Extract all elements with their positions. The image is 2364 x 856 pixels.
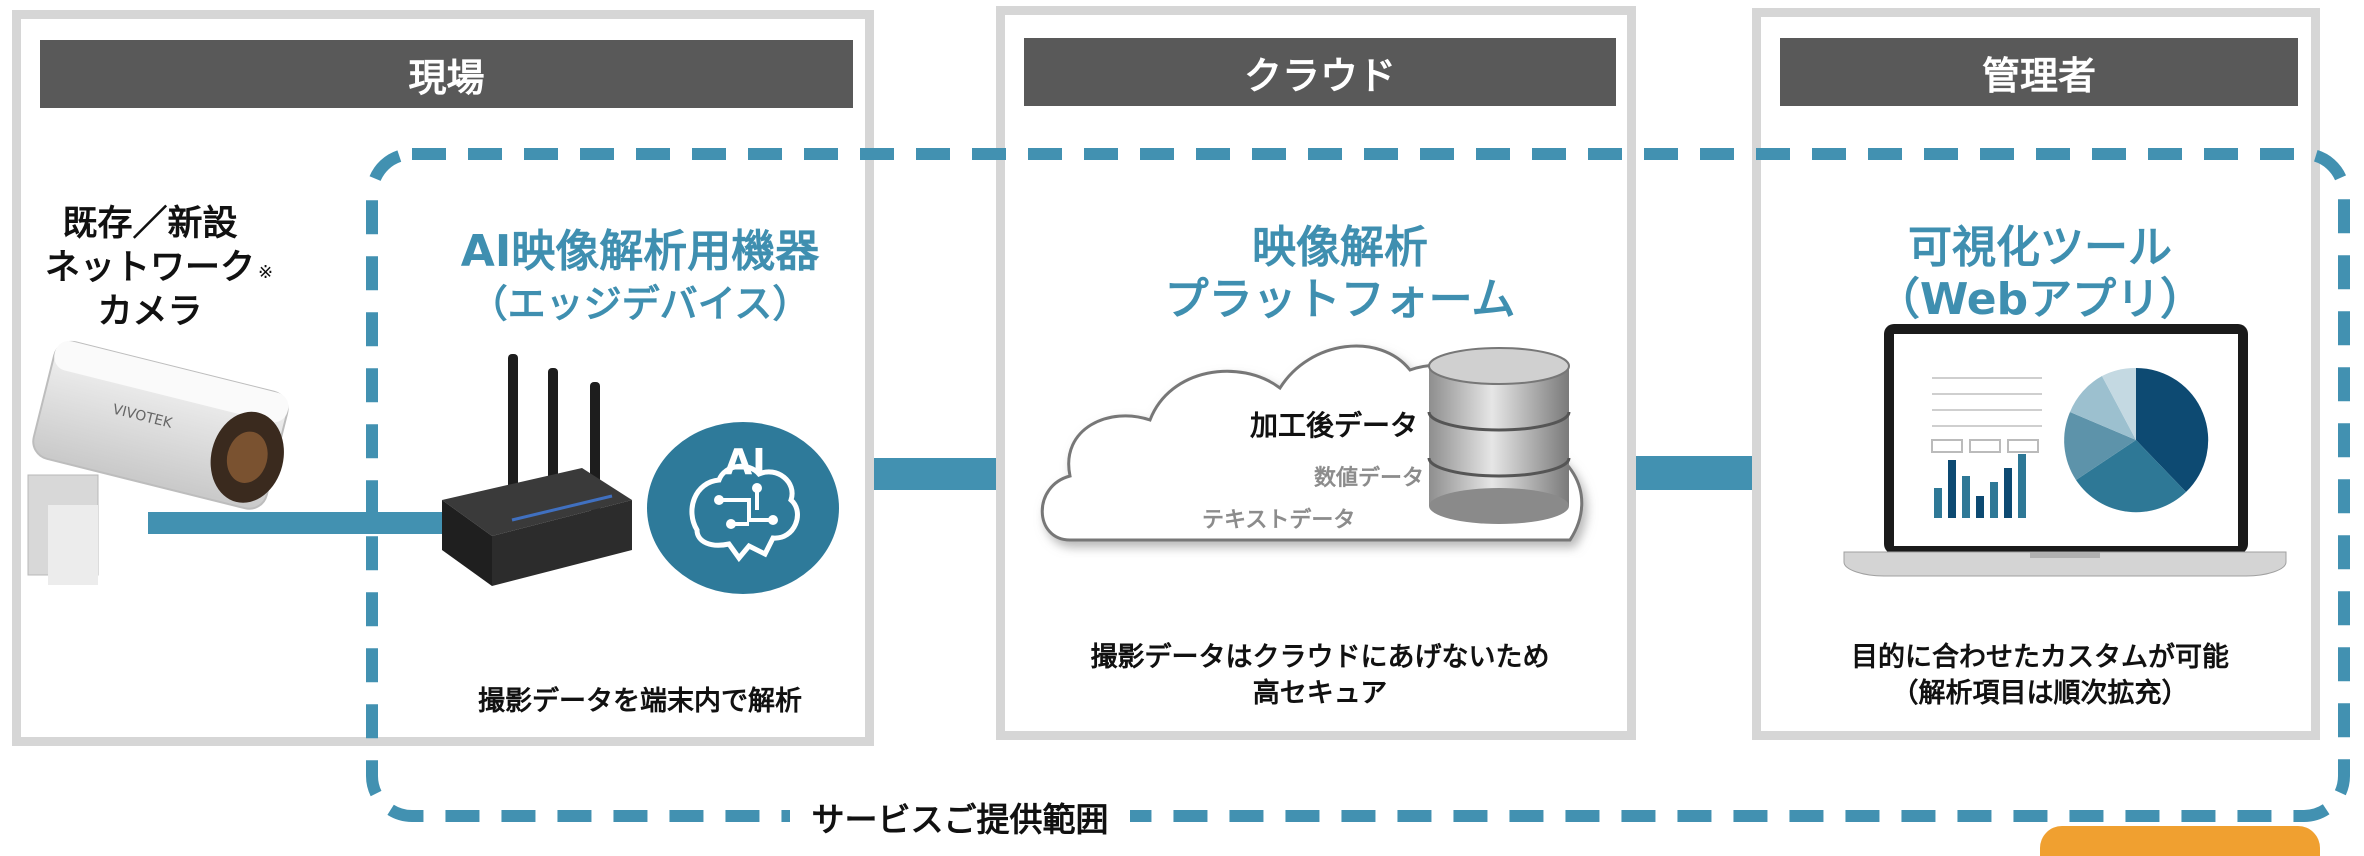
tool-caption: 目的に合わせたカスタムが可能 （解析項目は順次拡充） — [1780, 640, 2300, 712]
connector-edge-cloud — [874, 458, 996, 490]
platform-title: 映像解析 プラットフォーム — [1100, 222, 1580, 326]
edge-title-line2: （エッジデバイス） — [469, 282, 811, 326]
camera-label: 既存／新設 ネットワーク カメラ — [30, 202, 270, 334]
text-data-label: テキストデータ — [1202, 508, 1356, 533]
platform-title-line2: プラットフォーム — [1164, 274, 1516, 325]
camera-label-line1: 既存／新設 — [62, 204, 238, 244]
platform-caption-line2: 高セキュア — [1252, 678, 1388, 709]
connector-cloud-admin — [1636, 456, 1752, 490]
platform-caption: 撮影データはクラウドにあげないため 高セキュア — [1040, 640, 1600, 712]
tool-title-line2: （Webアプリ） — [1875, 274, 2205, 325]
edge-caption: 撮影データを端末内で解析 — [478, 686, 802, 717]
database-icon — [1427, 347, 1571, 524]
connector-camera-edge — [148, 512, 448, 534]
tool-title-line1: 可視化ツール — [1908, 222, 2172, 273]
header-cloud: クラウド — [1024, 38, 1616, 106]
camera-label-line3: カメラ — [97, 292, 203, 332]
ai-brain-icon — [647, 422, 839, 594]
service-scope-border — [366, 148, 2350, 822]
numeric-data-label: 数値データ — [1314, 466, 1425, 491]
camera-label-line2: ネットワーク — [44, 248, 255, 288]
platform-title-line1: 映像解析 — [1252, 222, 1428, 273]
document-lines — [1932, 377, 2042, 427]
platform-caption-line1: 撮影データはクラウドにあげないため — [1090, 642, 1550, 673]
tool-caption-line1: 目的に合わせたカスタムが可能 — [1851, 642, 2229, 673]
service-scope-label: サービスご提供範囲 — [790, 800, 1130, 840]
edge-title-line1: AI映像解析用機器 — [460, 226, 820, 277]
camera-icon: VIVOTEK — [27, 340, 289, 585]
laptop-icon — [1843, 324, 2287, 577]
tool-title: 可視化ツール （Webアプリ） — [1800, 222, 2280, 326]
camera-note-mark: ※ — [258, 262, 274, 283]
orange-corner-tab — [2040, 826, 2320, 856]
processed-data-label: 加工後データ — [1250, 409, 1419, 442]
pie-chart-icon — [2064, 367, 2209, 513]
edge-title: AI映像解析用機器 （エッジデバイス） — [420, 226, 860, 330]
bar-chart-icon — [1934, 454, 2026, 518]
tool-caption-line2: （解析項目は順次拡充） — [1891, 678, 2189, 709]
header-site: 現場 — [40, 40, 853, 108]
header-admin: 管理者 — [1780, 38, 2298, 106]
edge-router-icon — [442, 354, 632, 586]
ai-badge: AI — [724, 442, 766, 483]
